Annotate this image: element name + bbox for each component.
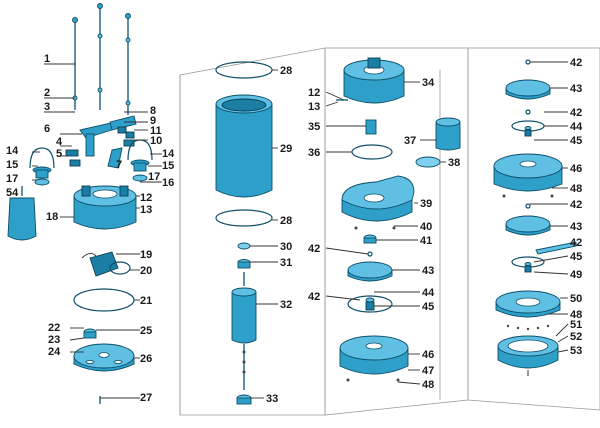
part-label-38: 38 — [448, 157, 460, 169]
part-label-42e: 42 — [570, 199, 582, 211]
part-label-5: 5 — [56, 148, 62, 160]
part-label-35: 35 — [308, 121, 320, 133]
part-label-21: 21 — [140, 295, 152, 307]
part-label-44b: 44 — [570, 121, 583, 133]
part-label-44: 44 — [422, 287, 435, 299]
part-label-40: 40 — [420, 221, 432, 233]
part-label-29: 29 — [280, 143, 292, 155]
part-label-32: 32 — [280, 299, 292, 311]
part-label-45: 45 — [422, 301, 434, 313]
part-label-53: 53 — [570, 345, 582, 357]
part-label-10: 10 — [150, 135, 162, 147]
panel-3-parts — [336, 57, 461, 382]
part-label-43c: 43 — [570, 221, 582, 233]
part-label-39: 39 — [420, 198, 432, 210]
part-label-23: 23 — [48, 334, 60, 346]
part-label-24: 24 — [48, 346, 61, 358]
part-label-36: 36 — [308, 147, 320, 159]
part-label-34: 34 — [422, 77, 435, 89]
part-label-42b: 42 — [308, 291, 320, 303]
part-label-6: 6 — [44, 123, 50, 135]
part-label-45b: 45 — [570, 135, 582, 147]
part-label-54: 54 — [6, 187, 19, 199]
part-labels: 1 2 3 4 5 6 7 8 9 10 11 12 13 14 15 17 1… — [6, 53, 583, 405]
part-label-16: 16 — [162, 177, 174, 189]
part-label-41: 41 — [420, 235, 432, 247]
part-label-43: 43 — [422, 265, 434, 277]
part-label-28b: 28 — [280, 215, 292, 227]
part-label-13b: 13 — [308, 101, 320, 113]
part-label-30: 30 — [280, 241, 292, 253]
part-label-45c: 45 — [570, 251, 582, 263]
part-label-42: 42 — [308, 243, 320, 255]
part-label-12: 12 — [140, 192, 152, 204]
part-label-46b: 46 — [570, 163, 582, 175]
part-label-27: 27 — [140, 392, 152, 404]
part-label-33: 33 — [266, 393, 278, 405]
part-label-19: 19 — [140, 249, 152, 261]
part-label-17b: 17 — [148, 171, 160, 183]
part-label-42d: 42 — [570, 107, 582, 119]
part-label-3: 3 — [44, 101, 50, 113]
part-label-42c: 42 — [570, 57, 582, 69]
part-label-18: 18 — [46, 211, 58, 223]
part-label-52: 52 — [570, 331, 582, 343]
part-label-48c: 48 — [570, 309, 582, 321]
part-label-9: 9 — [150, 115, 156, 127]
part-label-49: 49 — [570, 269, 582, 281]
panel-4-parts — [493, 59, 577, 376]
part-label-11: 11 — [150, 125, 162, 137]
part-label-4: 4 — [56, 136, 63, 148]
part-label-42f: 42 — [570, 237, 582, 249]
part-label-48: 48 — [422, 379, 434, 391]
part-label-46: 46 — [422, 349, 434, 361]
panel-1-parts — [7, 3, 153, 404]
part-label-1: 1 — [44, 53, 50, 65]
part-label-28: 28 — [280, 65, 292, 77]
part-label-48b: 48 — [570, 183, 582, 195]
part-label-12b: 12 — [308, 87, 320, 99]
part-label-50: 50 — [570, 293, 582, 305]
part-label-8: 8 — [150, 105, 156, 117]
part-label-22: 22 — [48, 322, 60, 334]
part-label-14: 14 — [6, 145, 19, 157]
part-label-51: 51 — [570, 319, 582, 331]
part-label-13: 13 — [140, 204, 152, 216]
part-label-2: 2 — [44, 87, 50, 99]
part-label-7: 7 — [116, 159, 122, 171]
panel-2-parts — [215, 61, 273, 405]
leader-lines — [32, 61, 569, 399]
part-label-15b: 15 — [162, 160, 174, 172]
part-label-37: 37 — [404, 135, 416, 147]
part-label-25: 25 — [140, 325, 152, 337]
part-label-43b: 43 — [570, 83, 582, 95]
part-label-17: 17 — [6, 173, 18, 185]
panel-4-outline — [467, 47, 600, 411]
part-label-47: 47 — [422, 365, 434, 377]
part-label-26: 26 — [140, 353, 152, 365]
part-label-31: 31 — [280, 257, 292, 269]
part-label-14b: 14 — [162, 148, 175, 160]
part-label-15: 15 — [6, 159, 18, 171]
part-label-20: 20 — [140, 265, 152, 277]
